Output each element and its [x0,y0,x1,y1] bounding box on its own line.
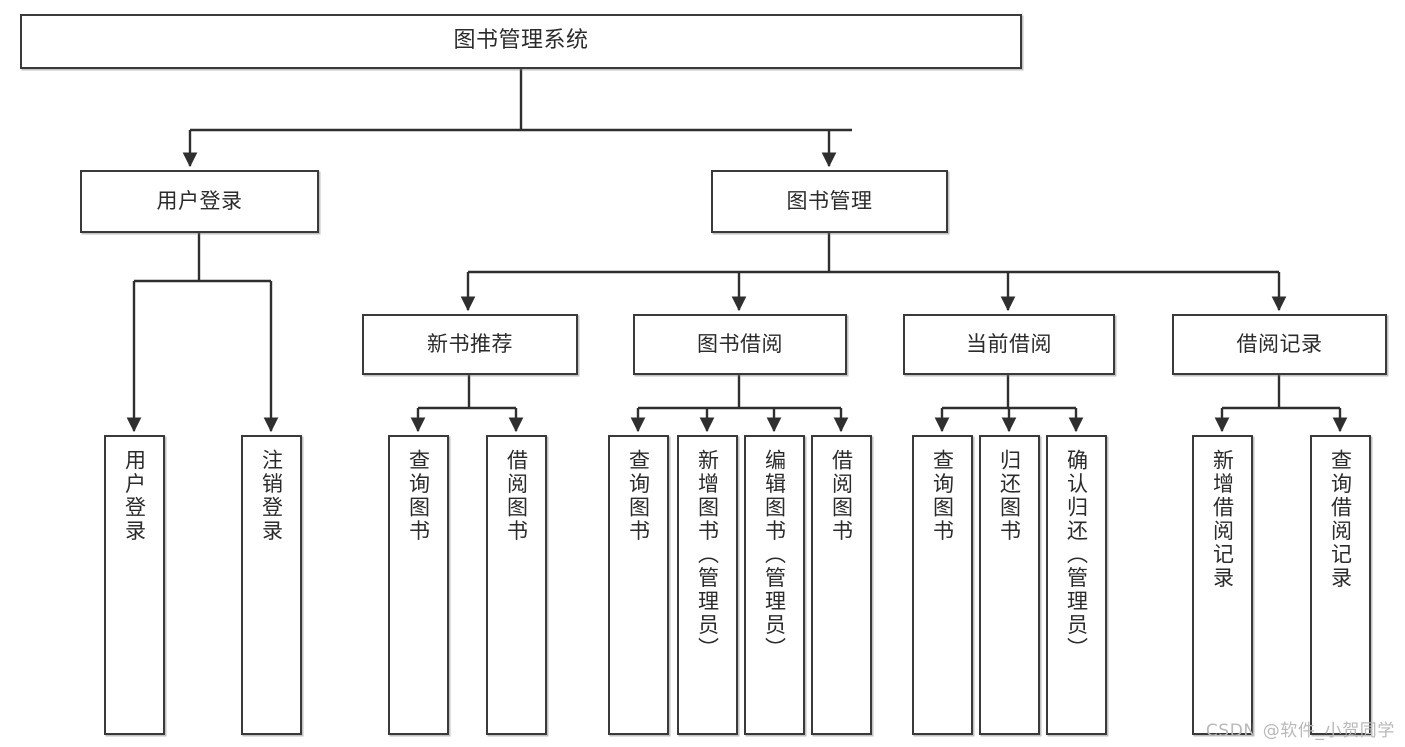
node-current-borrow[interactable]: 当前借阅 [903,314,1115,375]
leaf-borrow-query-book[interactable]: 查询图书 [608,435,669,735]
node-user-login-label: 用户登录 [156,189,243,214]
leaf-borrow-add-book-admin-label: 新增图书（管理员） [695,449,720,661]
node-root-label: 图书管理系统 [453,28,589,54]
leaf-record-query-borrow-record[interactable]: 查询借阅记录 [1310,435,1371,735]
node-borrow-record[interactable]: 借阅记录 [1172,314,1387,375]
node-new-book-recommend[interactable]: 新书推荐 [362,314,578,375]
leaf-record-add-borrow-record-label: 新增借阅记录 [1210,449,1235,590]
leaf-borrow-add-book-admin[interactable]: 新增图书（管理员） [677,435,738,735]
leaf-user-login-label: 用户登录 [122,449,147,543]
node-book-manage[interactable]: 图书管理 [711,170,948,233]
leaf-current-return-book[interactable]: 归还图书 [979,435,1040,735]
node-user-login[interactable]: 用户登录 [80,170,319,233]
leaf-user-logout-label: 注销登录 [259,449,284,543]
leaf-current-confirm-return-admin-label: 确认归还（管理员） [1064,449,1089,661]
leaf-current-query-book[interactable]: 查询图书 [912,435,973,735]
node-book-borrow-label: 图书借阅 [697,332,783,357]
leaf-record-add-borrow-record[interactable]: 新增借阅记录 [1192,435,1253,735]
node-book-manage-label: 图书管理 [786,189,873,214]
watermark: CSDN @软件_小贺同学 [1205,721,1395,741]
node-borrow-record-label: 借阅记录 [1236,332,1323,357]
node-root[interactable]: 图书管理系统 [20,14,1022,69]
node-new-book-recommend-label: 新书推荐 [427,332,513,357]
leaf-borrow-edit-book-admin-label: 编辑图书（管理员） [762,449,787,661]
leaf-current-query-book-label: 查询图书 [930,449,955,543]
node-book-borrow[interactable]: 图书借阅 [633,314,847,375]
leaf-borrow-query-book-label: 查询图书 [626,449,651,543]
leaf-record-query-borrow-record-label: 查询借阅记录 [1328,449,1353,590]
leaf-current-return-book-label: 归还图书 [997,449,1022,543]
leaf-borrow-borrow-book-label: 借阅图书 [829,449,854,543]
leaf-user-logout[interactable]: 注销登录 [241,435,302,735]
leaf-recommend-query-book-label: 查询图书 [406,449,431,543]
leaf-recommend-borrow-book[interactable]: 借阅图书 [486,435,547,735]
leaf-borrow-borrow-book[interactable]: 借阅图书 [811,435,872,735]
leaf-borrow-edit-book-admin[interactable]: 编辑图书（管理员） [744,435,805,735]
leaf-user-login[interactable]: 用户登录 [104,435,165,735]
node-current-borrow-label: 当前借阅 [966,332,1052,357]
leaf-recommend-query-book[interactable]: 查询图书 [388,435,449,735]
leaf-current-confirm-return-admin[interactable]: 确认归还（管理员） [1046,435,1107,735]
leaf-recommend-borrow-book-label: 借阅图书 [504,449,529,543]
